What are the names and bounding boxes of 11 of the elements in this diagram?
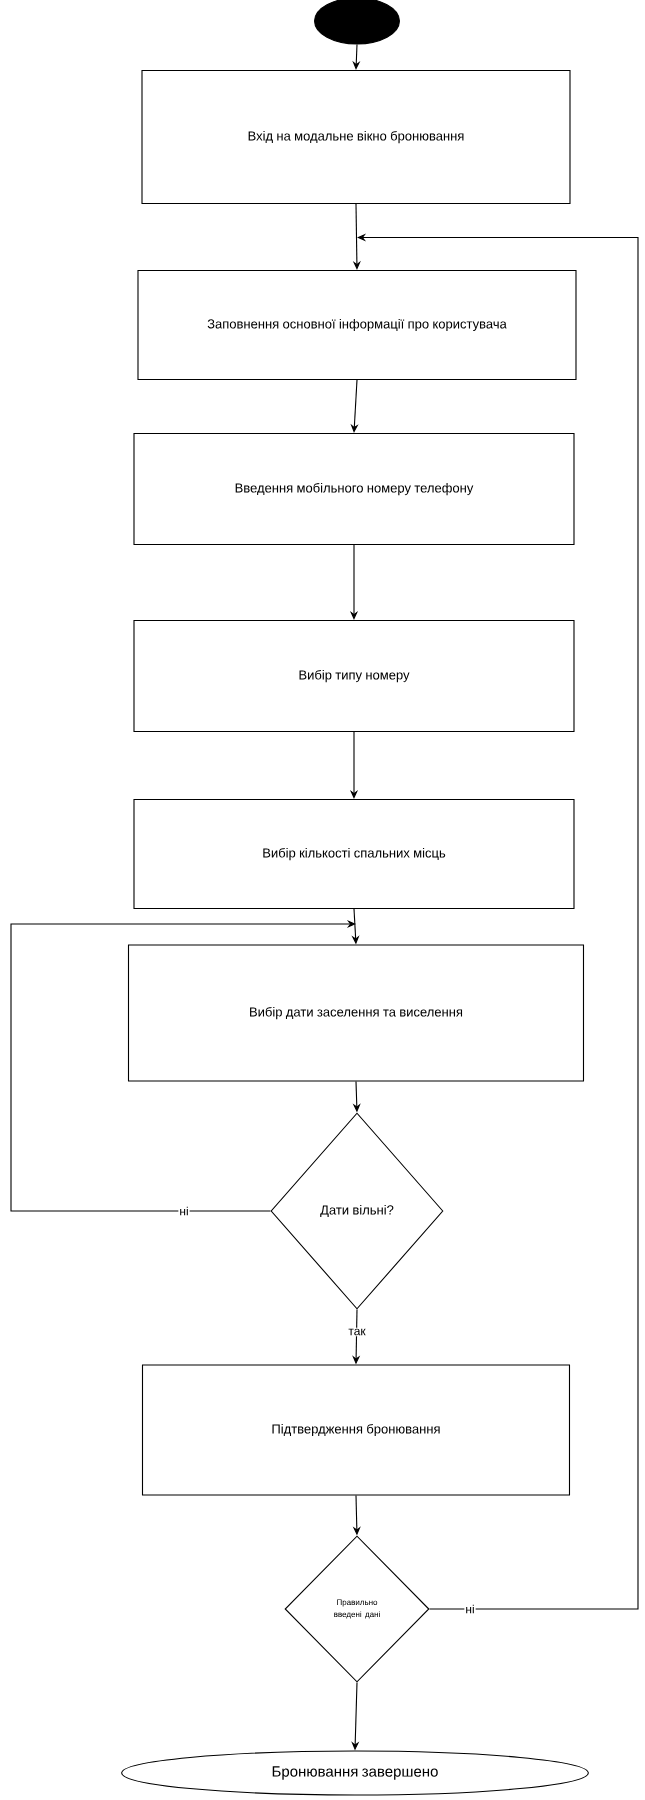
process-box: Вибір типу номеру bbox=[133, 619, 575, 733]
arrow bbox=[10, 919, 356, 1212]
process-box: Вхід на модальне вікно бронювання bbox=[141, 69, 571, 205]
process-box: Заповнення основної інформації про користувача bbox=[137, 269, 577, 381]
process-box: Введення мобільного номеру телефону bbox=[133, 432, 575, 546]
edge-label: ні bbox=[178, 1205, 190, 1217]
process-box: Вибір кількості спальних місць bbox=[133, 798, 575, 910]
process-box: Підтвердження бронювання bbox=[141, 1364, 571, 1496]
edge-label: ні bbox=[464, 1603, 476, 1615]
process-box: Вибір дати заселення та виселення bbox=[127, 944, 585, 1082]
edge-label: так bbox=[347, 1327, 367, 1337]
